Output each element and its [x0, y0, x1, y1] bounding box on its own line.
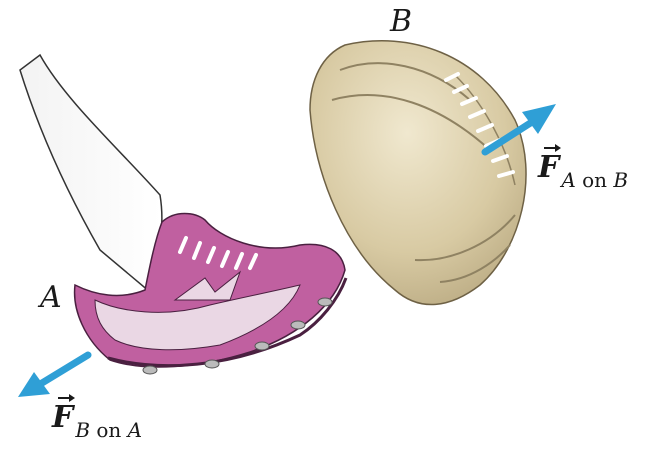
force-subscript-on: on: [582, 168, 607, 192]
force-subscript-to: A: [128, 418, 142, 442]
force-vector-symbol: F: [538, 150, 559, 185]
label-object-b: B: [390, 4, 412, 39]
force-arrow-on-foot: [18, 355, 88, 397]
label-object-a: A: [40, 280, 62, 315]
force-vector-symbol: F: [52, 400, 73, 435]
leg: [20, 55, 162, 292]
force-subscript-to: B: [613, 168, 628, 192]
force-subscript-from: A: [561, 168, 575, 192]
force-subscript-from: B: [75, 418, 90, 442]
force-subscript-on: on: [96, 418, 121, 442]
